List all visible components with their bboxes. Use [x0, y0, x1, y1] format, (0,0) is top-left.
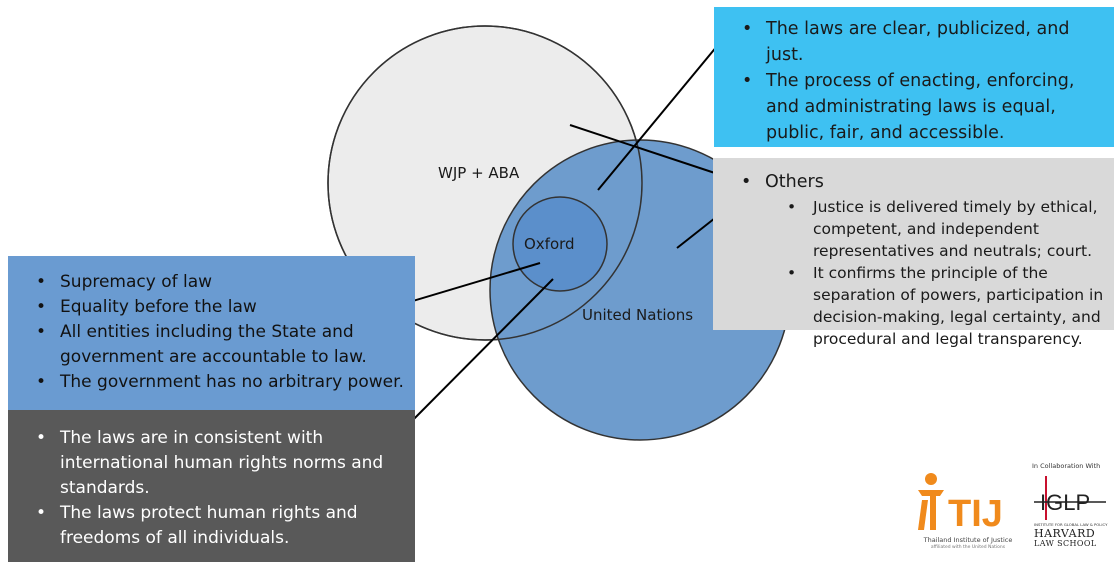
- tij-tagline: affiliated with the United Nations: [930, 545, 1006, 550]
- iglp-subtitle: INSTITUTE FOR GLOBAL LAW & POLICY: [1034, 522, 1108, 527]
- tij-mark: TIJ: [948, 493, 1003, 534]
- list-item: The laws protect human rights and freedo…: [30, 501, 411, 551]
- others-criteria-box: Others Justice is delivered timely by et…: [713, 158, 1114, 348]
- human-rights-criteria-box: The laws are in consistent with internat…: [8, 410, 415, 562]
- list-item: It confirms the principle of the separat…: [765, 262, 1108, 350]
- list-item: Justice is delivered timely by ethical, …: [765, 196, 1108, 262]
- list-item: The laws are in consistent with internat…: [30, 426, 411, 501]
- top-right-criteria-box: The laws are clear, publicized, and just…: [714, 7, 1114, 147]
- tij-name: Thailand Institute of Justice: [923, 536, 1013, 544]
- oxford-criteria-box: Supremacy of law Equality before the law…: [8, 256, 415, 410]
- list-item: The laws are clear, publicized, and just…: [736, 16, 1106, 68]
- iglp-harvard-logo: In Collaboration With IGLP INSTITUTE FOR…: [1032, 462, 1112, 557]
- collaboration-label: In Collaboration With: [1032, 462, 1101, 470]
- harvard-label: HARVARD: [1034, 527, 1096, 540]
- iglp-mark-icon: IGLP: [1034, 476, 1106, 520]
- list-item: Equality before the law: [30, 295, 411, 320]
- list-item: All entities including the State and gov…: [30, 320, 411, 370]
- list-item: The government has no arbitrary power.: [30, 370, 411, 395]
- tij-figure-icon: TIJ: [918, 473, 1003, 535]
- wjp-aba-label: WJP + ABA: [438, 164, 520, 182]
- arrow-wjp-to-others: [569, 124, 739, 183]
- oxford-circle: [512, 196, 608, 292]
- united-nations-label: United Nations: [582, 306, 693, 324]
- others-heading: Others Justice is delivered timely by et…: [735, 170, 1108, 350]
- law-school-label: LAW SCHOOL: [1034, 539, 1097, 548]
- iglp-mark: IGLP: [1040, 490, 1090, 515]
- list-item: Supremacy of law: [30, 270, 411, 295]
- list-item: The process of enacting, enforcing, and …: [736, 68, 1106, 146]
- wjp-aba-outline: [327, 25, 643, 341]
- arrow-oxford-to-dark-box: [392, 278, 554, 441]
- others-heading-text: Others: [765, 172, 824, 192]
- oxford-label: Oxford: [524, 235, 575, 253]
- arrow-overlap-to-top-right: [597, 25, 734, 191]
- tij-logo: TIJ Thailand Institute of Justice affili…: [908, 470, 1028, 555]
